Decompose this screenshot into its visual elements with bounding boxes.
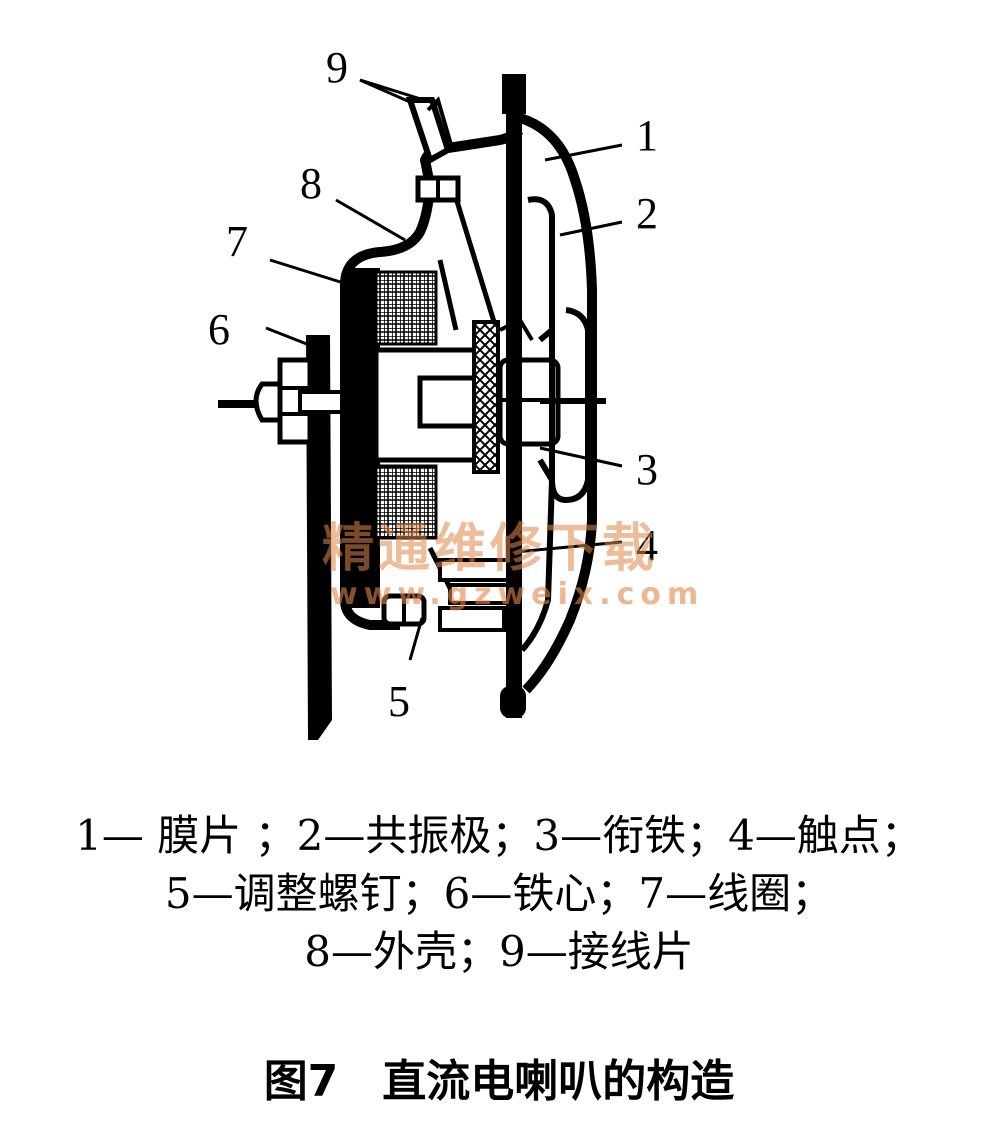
callout-5: 5 [388, 677, 410, 726]
legend-line-1: 1— 膜片 ；2—共振极；3—衔铁；4—触点； [75, 811, 923, 860]
callout-3: 3 [636, 445, 658, 494]
terminal-screw [415, 175, 498, 326]
callout-8: 8 [300, 159, 322, 208]
callout-9: 9 [326, 43, 348, 92]
callout-2: 2 [636, 189, 658, 238]
outer-housing [340, 126, 524, 286]
horn-cross-section-diagram: 9 1 8 2 7 6 3 4 5 精通维修下载 www.gzweix.com [208, 43, 704, 740]
leader-lines [265, 78, 623, 661]
callout-7: 7 [226, 217, 248, 266]
adjusting-screw [381, 593, 427, 627]
watermark-url: www.gzweix.com [330, 577, 704, 612]
diaphragm [518, 113, 597, 694]
callout-6: 6 [208, 305, 230, 354]
resonance-plate [527, 196, 555, 343]
figure-caption: 图7 直流电喇叭的构造 [263, 1056, 735, 1107]
callout-1: 1 [636, 111, 658, 160]
callout-4: 4 [636, 521, 658, 570]
legend-line-3: 8—外壳；9—接线片 [304, 927, 694, 976]
contacts [438, 558, 512, 632]
legend-line-2: 5—调整螺钉；6—铁心；7—线圈； [164, 869, 834, 918]
watermark-text: 精通维修下载 [322, 519, 658, 579]
